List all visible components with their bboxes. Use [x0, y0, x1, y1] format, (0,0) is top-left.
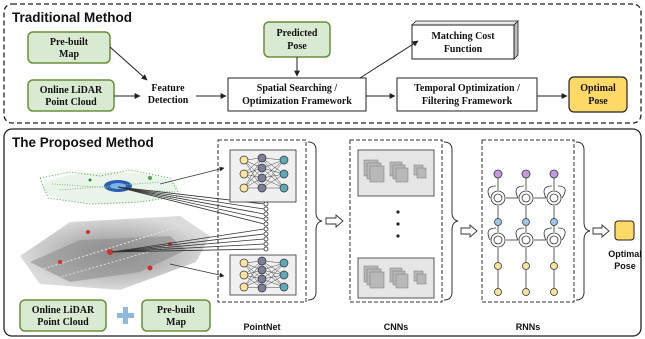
feature-detection-label: Feature Detection: [148, 83, 189, 106]
prebuilt-map-line2: Map: [59, 49, 79, 60]
feature-detection-line1: Feature: [151, 83, 185, 94]
traditional-panel: Traditional Method Pre-built Map Online …: [3, 3, 642, 124]
spatial-search-line1: Spatial Searching /: [257, 83, 338, 94]
predicted-pose-line1: Predicted: [277, 28, 318, 39]
point-dots: [263, 201, 269, 252]
cnns-column: [349, 139, 459, 303]
prebuilt-map-line1: Pre-built: [50, 37, 89, 48]
temporal-opt-box: Temporal Optimization / Filtering Framew…: [396, 77, 538, 112]
matching-cost-line2: Function: [444, 44, 483, 55]
spatial-search-box: Spatial Searching / Optimization Framewo…: [227, 77, 367, 112]
online-lidar-line2: Point Cloud: [45, 97, 97, 108]
proposed-online-lidar-line1: Online LiDAR: [32, 305, 95, 316]
prebuilt-map-box: Pre-built Map: [27, 31, 111, 64]
predicted-pose-box: Predicted Pose: [263, 21, 331, 58]
optimal-pose-box: Optimal Pose: [568, 76, 628, 113]
spatial-search-line2: Optimization Framework: [242, 96, 352, 107]
temporal-opt-line1: Temporal Optimization /: [414, 83, 520, 94]
proposed-prebuilt-line2: Map: [166, 317, 186, 328]
temporal-opt-line2: Filtering Framework: [422, 96, 513, 107]
hollow-arrow-3: [592, 224, 610, 238]
rnns-label: RNNs: [516, 322, 541, 332]
proposed-prebuilt-map-box: Pre-built Map: [141, 299, 211, 332]
traditional-title: Traditional Method: [12, 10, 132, 25]
proposed-optimal-line1: Optimal: [608, 249, 642, 259]
matching-cost-line1: Matching Cost: [431, 31, 495, 42]
rnns-column: [481, 139, 591, 303]
proposed-panel: The Proposed Method: [3, 128, 642, 337]
predicted-pose-line2: Pose: [287, 41, 307, 52]
plus-icon: [117, 307, 134, 324]
proposed-online-lidar-box: Online LiDAR Point Cloud: [19, 299, 107, 332]
proposed-prebuilt-line1: Pre-built: [157, 305, 196, 316]
proposed-online-lidar-line2: Point Cloud: [37, 317, 89, 328]
point-cloud-image: [20, 169, 210, 290]
proposed-title: The Proposed Method: [12, 135, 154, 150]
feature-detection-line2: Detection: [148, 95, 189, 106]
traditional-arrows: [109, 40, 568, 99]
proposed-optimal-pose: Optimal Pose: [608, 220, 642, 271]
cnns-label: CNNs: [384, 322, 409, 332]
online-lidar-box: Online LiDAR Point Cloud: [27, 79, 115, 112]
online-lidar-line1: Online LiDAR: [40, 85, 103, 96]
pointnet-column: [217, 139, 323, 303]
matching-cost-box: Matching Cost Function: [411, 20, 519, 60]
pointnet-label: PointNet: [244, 322, 281, 332]
point-connections: [111, 166, 265, 278]
hollow-arrow-1: [325, 214, 344, 228]
proposed-optimal-line2: Pose: [614, 261, 636, 271]
optimal-pose-line2: Pose: [588, 96, 608, 107]
optimal-pose-line1: Optimal: [580, 83, 616, 94]
hollow-arrow-2: [460, 224, 478, 238]
